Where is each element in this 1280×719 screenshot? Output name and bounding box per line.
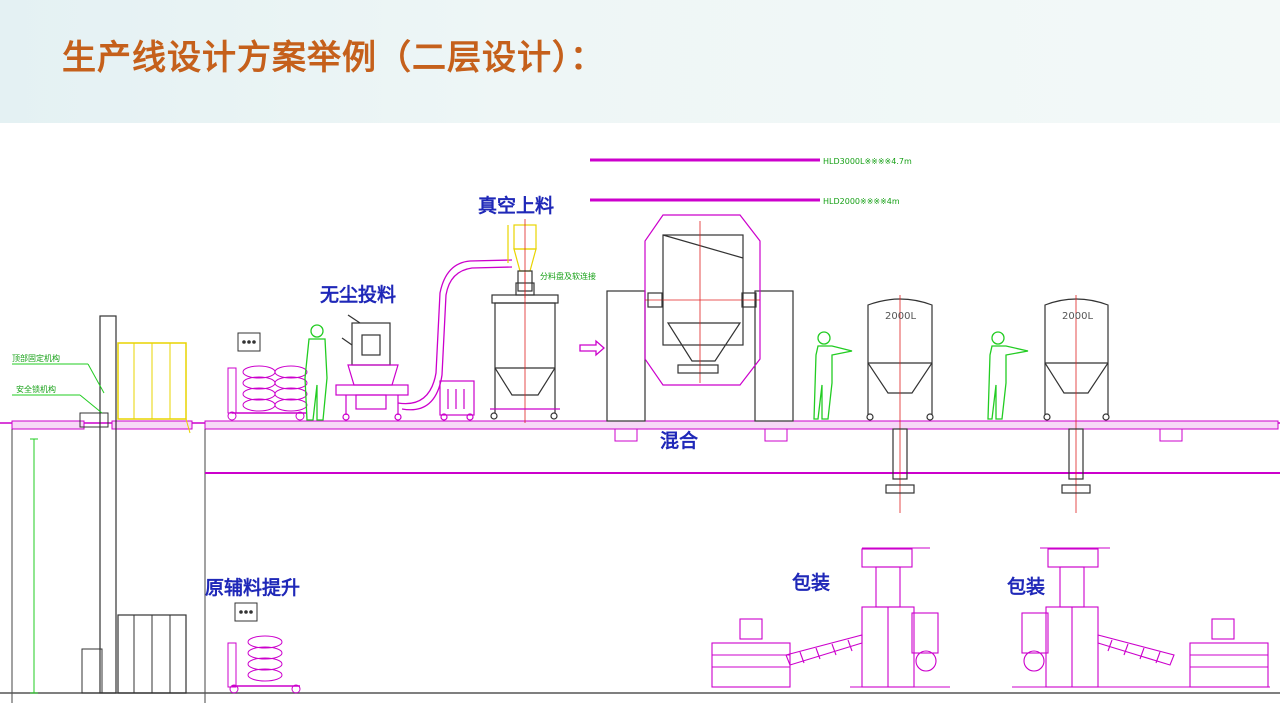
ibc-bin-1 [490,273,560,423]
splitter-note: 分料盘及软连接 [540,271,596,281]
worker-figure [304,324,328,421]
header-band [0,0,1280,123]
hld2000-note: HLD2000※※※※4m [823,197,900,206]
height-lines [590,158,820,202]
label-packaging-1: 包装 [792,571,830,594]
vacuum-pump [439,380,475,421]
label-dustfree-feeding: 无尘投料 [320,283,396,306]
vacuum-feeder [507,219,537,298]
hopper-blender [606,214,794,422]
upper-floor [0,420,1280,703]
production-line-diagram: 顶部固定机构 安全锁机构 [0,157,1280,703]
tank-2-label: 2000L [1062,311,1093,322]
packaging-machine-2 [1012,547,1270,688]
side-note-lock: 安全锁机构 [16,384,56,394]
tank-2000l-1 [866,295,934,513]
label-vacuum-feeding: 真空上料 [478,194,554,217]
tank-1-label: 2000L [885,311,916,322]
dustfree-station [335,314,409,421]
flow-arrow [579,339,605,357]
hld3000-note: HLD3000L※※※※4.7m [823,157,912,166]
operator-figure-2 [987,331,1029,420]
label-raw-material-lift: 原辅料提升 [205,576,300,599]
operator-figure-1 [813,331,853,420]
packaging-machine-1 [711,547,950,688]
label-mixing: 混合 [660,429,699,452]
tank-2000l-2 [1043,295,1110,513]
page-title: 生产线设计方案举例（二层设计）： [62,38,605,78]
pallet-bags-lower [227,602,301,694]
side-note-fixing: 顶部固定机构 [12,353,60,363]
vacuum-hose [397,259,513,411]
label-packaging-2: 包装 [1007,575,1045,598]
pallet-bags-upper [227,332,308,421]
lift-shaft: 顶部固定机构 安全锁机构 [12,315,191,694]
